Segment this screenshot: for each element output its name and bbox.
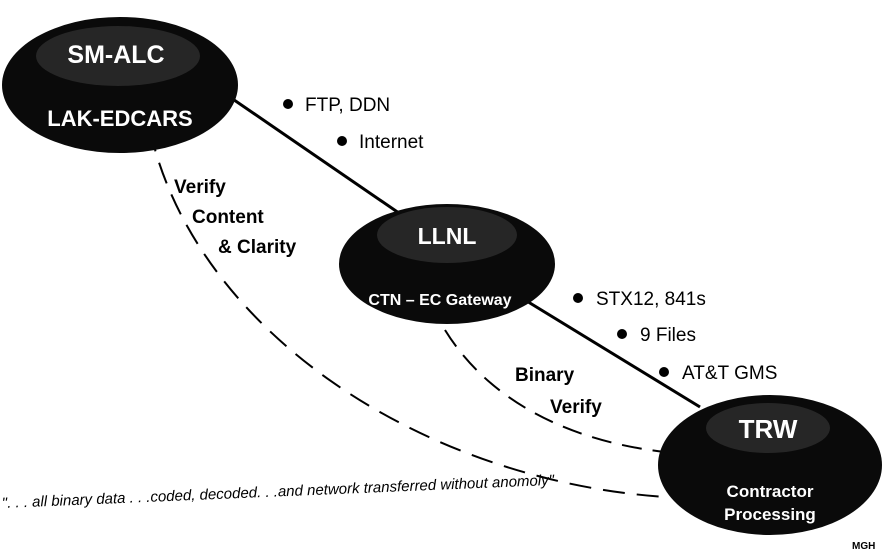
node-llnl-title: LLNL xyxy=(418,223,477,249)
binary-verify-line: Verify xyxy=(550,397,602,418)
link-llnl-trw-bullets: STX12, 841s 9 Files AT&T GMS xyxy=(573,289,777,384)
caption-quote: ". . . all binary data . . .coded, decod… xyxy=(1,472,555,512)
verify-content-line: Content xyxy=(192,207,264,228)
verify-content-line: Verify xyxy=(174,177,226,198)
binary-verify-line: Binary xyxy=(515,365,575,386)
corner-mark: MGH xyxy=(852,541,875,552)
bullet-label: Internet xyxy=(359,132,424,153)
node-llnl-subtitle: CTN – EC Gateway xyxy=(368,292,511,309)
binary-verify-label: Binary Verify xyxy=(515,365,602,418)
bullet-label: STX12, 841s xyxy=(596,289,706,310)
bullet-dot xyxy=(283,99,293,109)
bullet-label: 9 Files xyxy=(640,325,696,346)
node-smalc-title: SM-ALC xyxy=(67,41,164,69)
link-smalc-llnl-bullets: FTP, DDN Internet xyxy=(283,95,424,153)
node-trw-subtitle-line1: Contractor xyxy=(727,482,814,501)
bullet-dot xyxy=(573,293,583,303)
node-trw-title: TRW xyxy=(739,414,798,444)
node-smalc: SM-ALC LAK-EDCARS xyxy=(2,17,238,153)
verify-content-line: & Clarity xyxy=(218,237,297,258)
binary-verify-arc xyxy=(444,329,666,453)
link-smalc-llnl xyxy=(204,78,413,224)
verify-content-label: Verify Content & Clarity xyxy=(174,177,297,258)
bullet-label: AT&T GMS xyxy=(682,363,777,384)
link-llnl-trw xyxy=(524,298,701,409)
bullet-dot xyxy=(617,329,627,339)
verify-content-arc xyxy=(149,129,666,498)
node-trw-subtitle-line2: Processing xyxy=(724,505,816,524)
node-smalc-subtitle: LAK-EDCARS xyxy=(47,106,192,131)
bullet-dot xyxy=(659,367,669,377)
bullet-dot xyxy=(337,136,347,146)
bullet-label: FTP, DDN xyxy=(305,95,390,116)
node-trw: TRW Contractor Processing xyxy=(658,395,882,535)
node-llnl: LLNL CTN – EC Gateway xyxy=(339,204,555,324)
